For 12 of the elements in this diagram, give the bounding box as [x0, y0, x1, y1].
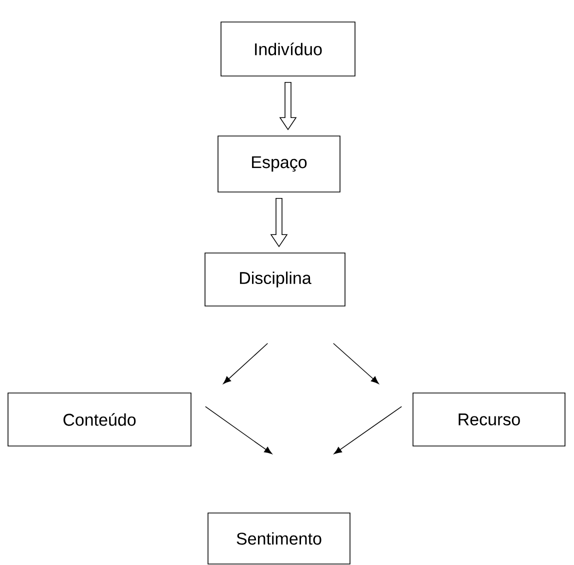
arrow	[279, 82, 297, 130]
process-box: Disciplina	[204, 252, 346, 306]
arrow	[205, 406, 272, 454]
process-box: Indivíduo	[220, 22, 356, 76]
arrow	[270, 198, 288, 248]
arrow	[223, 342, 268, 384]
arrow	[333, 342, 379, 384]
process-box: Conteúdo	[8, 392, 192, 446]
process-box: Sentimento	[208, 512, 350, 564]
process-box: Recurso	[412, 392, 566, 446]
process-box: Espaço	[218, 136, 340, 192]
arrow	[334, 406, 402, 454]
